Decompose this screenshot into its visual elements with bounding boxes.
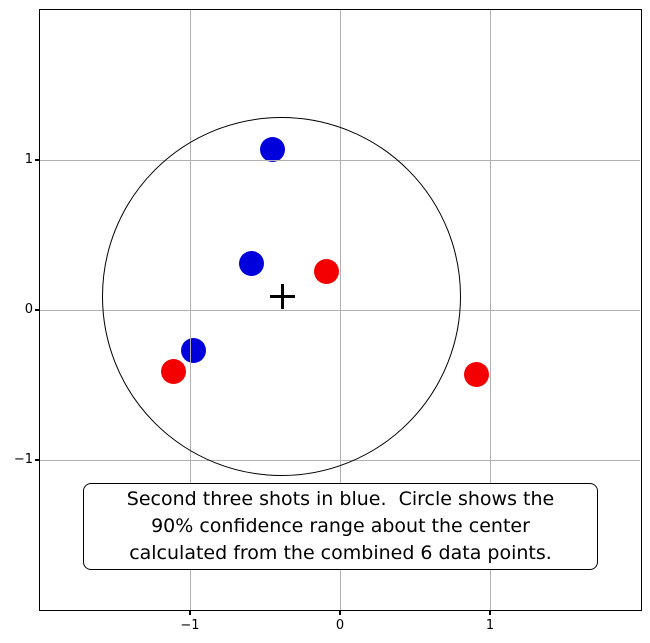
y-tick-label: −1 [13,452,33,467]
plot-area [40,10,640,610]
center-marker [281,284,284,309]
y-tick-label: 1 [24,152,33,167]
shot-dot-first-three-shots-red [464,362,489,387]
y-tick-1 [35,159,39,161]
annotation-line: calculated from the combined 6 data poin… [129,542,552,564]
x-tick-label: −1 [180,618,200,633]
x-tick-label: 1 [485,618,495,633]
confidence-circle [102,116,462,476]
x-tick-label: 0 [335,618,345,633]
annotation-line: 90% confidence range about the center [151,515,530,537]
x-tick-−1 [189,611,191,615]
y-tick-−1 [35,459,39,461]
x-tick-0 [339,611,341,615]
annotation-box: Second three shots in blue. Circle shows… [83,483,598,570]
y-tick-0 [35,309,39,311]
y-tick-label: 0 [24,302,33,317]
annotation-line: Second three shots in blue. Circle shows… [126,488,555,510]
x-tick-1 [489,611,491,615]
